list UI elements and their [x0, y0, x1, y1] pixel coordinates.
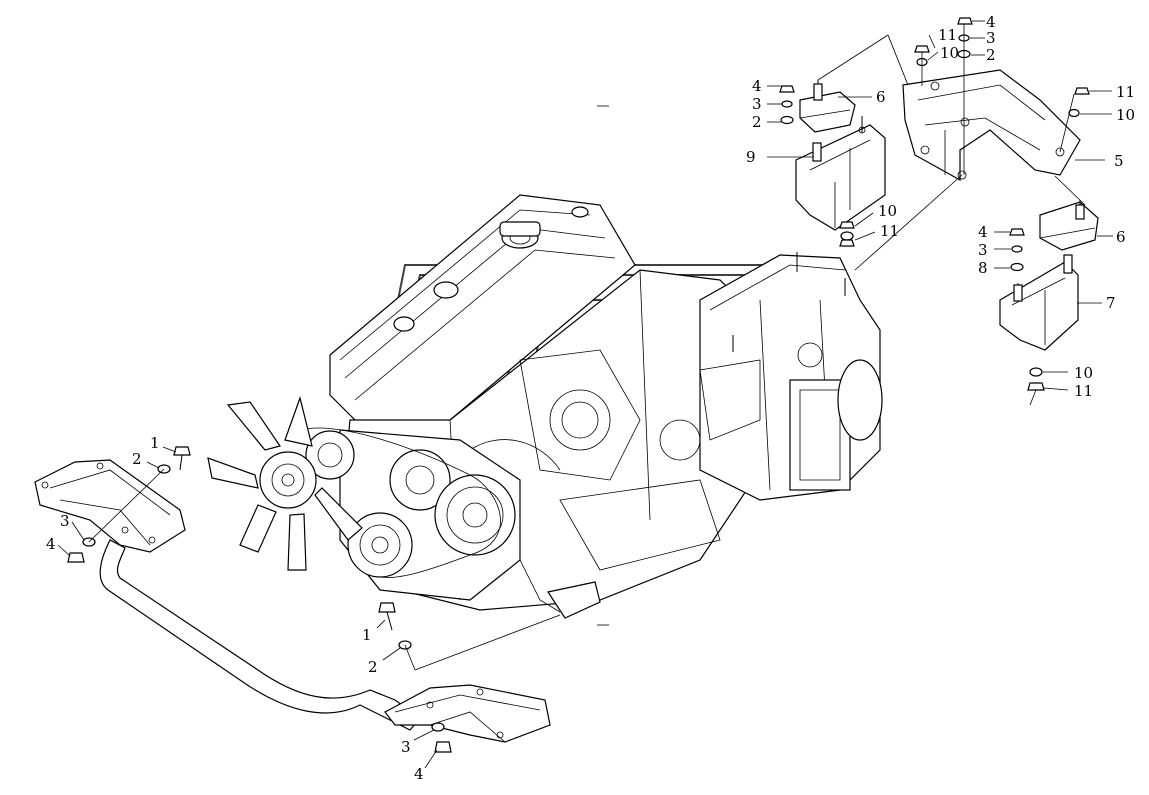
label-2: 2	[986, 46, 996, 64]
label-3: 3	[752, 95, 762, 113]
label-4: 4	[978, 223, 988, 241]
rear-crossmember-group	[854, 17, 1112, 271]
label-3: 3	[401, 738, 411, 756]
label-3: 3	[986, 29, 996, 47]
front-left-mount-group	[767, 34, 921, 247]
label-2: 2	[752, 113, 762, 131]
label-4: 4	[752, 77, 762, 95]
label-11: 11	[1074, 382, 1093, 400]
label-10: 10	[940, 44, 959, 62]
label-4: 4	[414, 765, 424, 783]
label-3: 3	[978, 241, 988, 259]
label-8: 8	[978, 259, 988, 277]
label-4: 4	[46, 535, 56, 553]
label-11: 11	[880, 222, 899, 240]
label-10: 10	[1116, 106, 1135, 124]
label-9: 9	[746, 148, 756, 166]
front-crossmember-group	[34, 446, 561, 769]
label-5: 5	[1114, 152, 1124, 170]
label-10: 10	[1074, 364, 1093, 382]
right-rear-mount-group	[994, 200, 1113, 406]
label-10: 10	[878, 202, 897, 220]
label-6: 6	[1116, 228, 1126, 246]
label-3: 3	[60, 512, 70, 530]
label-11: 11	[938, 26, 957, 44]
label-11: 11	[1116, 83, 1135, 101]
engine-assembly	[207, 194, 883, 619]
label-6: 6	[876, 88, 886, 106]
label-2: 2	[368, 658, 378, 676]
label-7: 7	[1106, 294, 1116, 312]
label-1: 1	[150, 434, 160, 452]
label-4: 4	[986, 13, 996, 31]
label-2: 2	[132, 450, 142, 468]
label-1: 1	[362, 626, 372, 644]
